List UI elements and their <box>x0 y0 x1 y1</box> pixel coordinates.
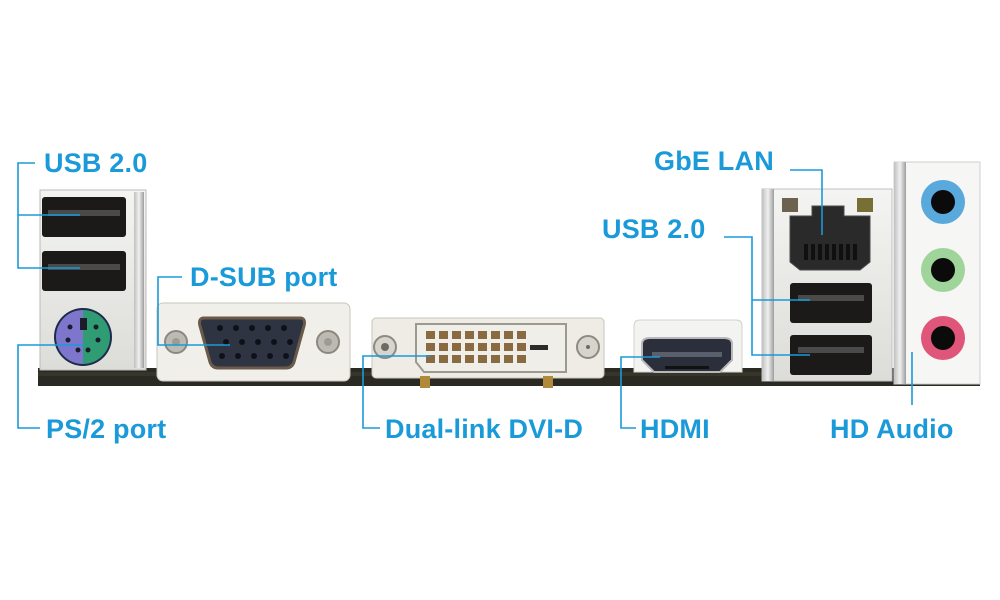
label-usb-right: USB 2.0 <box>602 214 706 244</box>
dsub-connector <box>156 302 351 382</box>
usb-port-left-bottom <box>42 251 126 291</box>
dvi-pin <box>491 343 500 351</box>
usb-port-right-top <box>790 283 872 323</box>
dvi-pin <box>426 331 435 339</box>
label-usb-left: USB 2.0 <box>44 148 148 178</box>
audio-jack-blue <box>921 180 965 224</box>
dvi-pin <box>439 343 448 351</box>
hdmi-connector <box>633 319 743 373</box>
leader-ps2 <box>17 344 85 429</box>
dvi-pin <box>452 331 461 339</box>
dvi-pin <box>504 355 513 363</box>
dvi-pin <box>478 331 487 339</box>
rj45-port <box>782 198 873 271</box>
label-ps2: PS/2 port <box>46 414 167 444</box>
usb-port-right-bottom <box>790 335 872 375</box>
dvi-pin <box>439 331 448 339</box>
dvi-pin <box>465 355 474 363</box>
label-hdmi: HDMI <box>640 414 710 444</box>
dvi-pin <box>426 355 435 363</box>
dvi-connector <box>371 317 605 388</box>
usb-left-stack <box>39 189 147 371</box>
dvi-pin <box>452 343 461 351</box>
label-audio: HD Audio <box>830 414 954 444</box>
dvi-pin <box>465 331 474 339</box>
dvi-pin <box>517 331 526 339</box>
leader-lan <box>790 169 823 235</box>
audio-jack-green <box>921 248 965 292</box>
leader-hdmi <box>620 356 660 429</box>
dvi-pin <box>478 343 487 351</box>
usb-port-left-top <box>42 197 126 237</box>
label-dsub: D-SUB port <box>190 262 338 292</box>
leader-dsub <box>157 276 230 346</box>
dvi-pin <box>491 355 500 363</box>
ps2-port <box>54 308 112 366</box>
audio-jack-pink <box>921 316 965 360</box>
dvi-pin <box>465 343 474 351</box>
leader-usb-right <box>724 236 810 356</box>
dvi-pin <box>504 331 513 339</box>
dvi-pin <box>504 343 513 351</box>
leader-usb-left <box>17 162 80 269</box>
audio-jack-stack <box>893 161 981 385</box>
dvi-pin <box>452 355 461 363</box>
dvi-pin <box>426 343 435 351</box>
dvi-pin <box>439 355 448 363</box>
lan-usb-stack <box>761 188 893 382</box>
label-dvi: Dual-link DVI-D <box>385 414 584 444</box>
dvi-pin <box>517 355 526 363</box>
label-lan: GbE LAN <box>654 146 774 176</box>
dvi-pin <box>491 331 500 339</box>
leader-dvi <box>362 355 430 429</box>
dvi-pin <box>517 343 526 351</box>
dvi-pin <box>478 355 487 363</box>
